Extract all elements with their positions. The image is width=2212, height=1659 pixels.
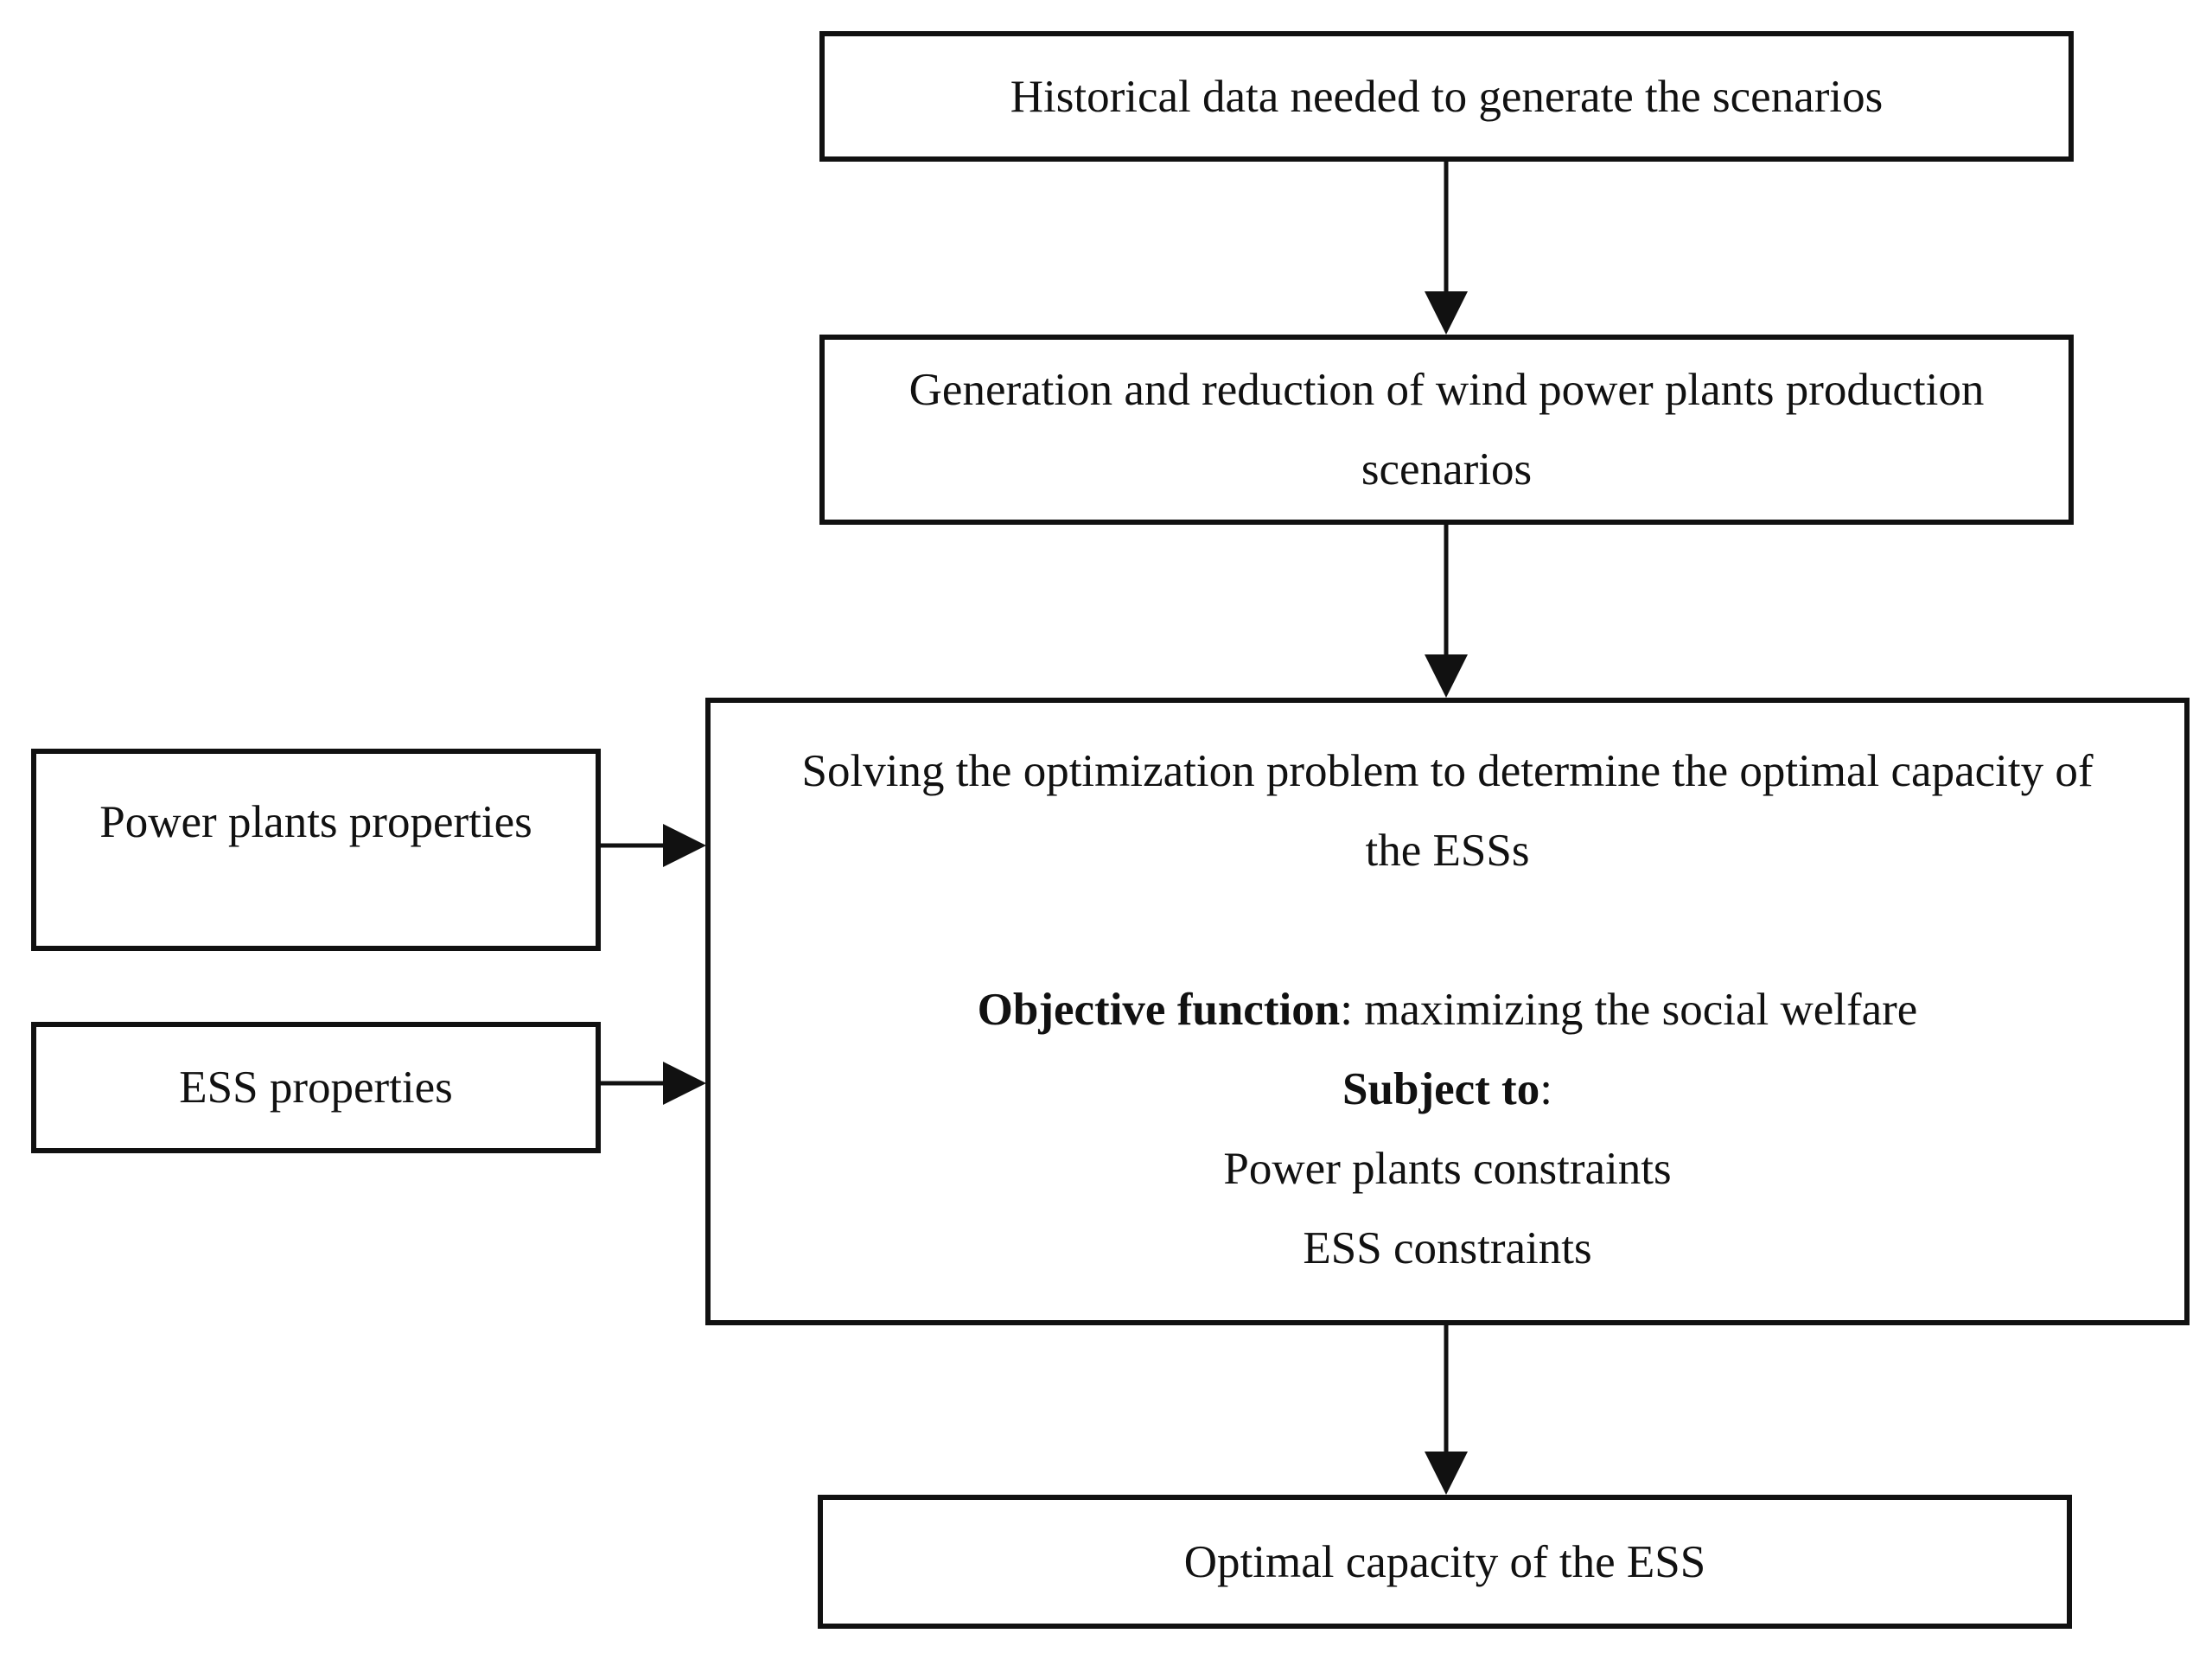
objective-function-line: Objective function: maximizing the socia… (978, 970, 1918, 1050)
node-power-plants-properties-label: Power plants properties (99, 797, 532, 847)
constraint-ess: ESS constraints (1303, 1223, 1592, 1273)
node-ess-properties: ESS properties (31, 1022, 601, 1153)
node-optimization-heading-line-1: Solving the optimization problem to dete… (801, 746, 2094, 796)
node-historical-data: Historical data needed to generate the s… (819, 31, 2074, 162)
subject-to-line: Subject to: (1342, 1050, 1552, 1129)
node-optimization-heading-line-2: the ESSs (1365, 826, 1530, 876)
objective-function-text: : maximizing the social welfare (1340, 985, 1918, 1035)
node-ess-properties-label: ESS properties (179, 1062, 453, 1113)
constraint-power-plants: Power plants constraints (1223, 1144, 1672, 1194)
objective-function-label: Objective function (977, 985, 1341, 1035)
node-optimization-problem: Solving the optimization problem to dete… (705, 698, 2190, 1325)
node-optimal-capacity: Optimal capacity of the ESS (818, 1495, 2072, 1629)
node-optimal-capacity-label: Optimal capacity of the ESS (1183, 1536, 1706, 1587)
node-scenario-generation-label-line-1: Generation and reduction of wind power p… (908, 365, 1985, 415)
subject-to-label: Subject to (1342, 1064, 1540, 1114)
subject-to-suffix: : (1539, 1064, 1552, 1114)
node-historical-data-label: Historical data needed to generate the s… (1010, 71, 1884, 122)
node-scenario-generation: Generation and reduction of wind power p… (819, 335, 2074, 525)
node-scenario-generation-label-line-2: scenarios (1361, 444, 1533, 495)
node-power-plants-properties: Power plants properties (31, 749, 601, 951)
